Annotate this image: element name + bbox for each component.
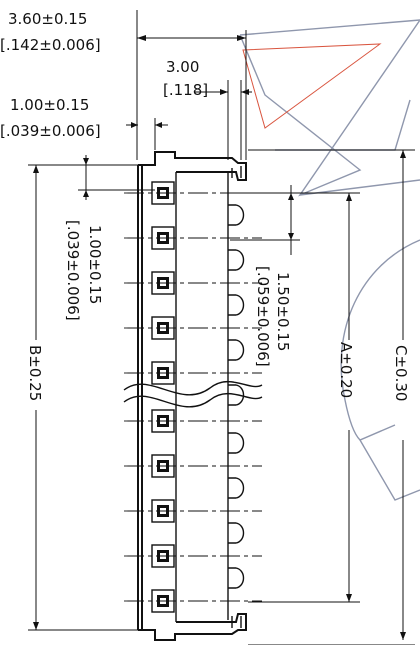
pin: [151, 409, 245, 454]
dim-b: B±0.25: [26, 164, 138, 631]
dim-terminal-width-inch: [.118]: [163, 81, 208, 99]
pin: [151, 499, 245, 544]
dim-width-overall-inch: [.142±0.006]: [0, 36, 101, 54]
watermark: [239, 19, 420, 501]
pin: [151, 544, 245, 589]
dim-terminal-width-mm: 3.00: [166, 58, 199, 76]
dim-pin-offset: 1.00±0.15 [.039±0.006]: [64, 155, 155, 321]
dim-pin-offset-inch: [.039±0.006]: [64, 220, 82, 321]
pin: [151, 361, 245, 406]
pin-centerlines: [124, 192, 262, 602]
dim-edge-offset: 1.00±0.15 [.039±0.006]: [0, 96, 168, 150]
pin: [151, 226, 245, 271]
dim-pitch-inch: [.059±0.006]: [254, 266, 272, 367]
dim-edge-offset-inch: [.039±0.006]: [0, 122, 101, 140]
pin-array: [151, 181, 245, 613]
dim-a-label: A±0.20: [337, 342, 355, 398]
dim-pitch-mm: 1.50±0.15: [274, 272, 292, 351]
dim-b-label: B±0.25: [26, 345, 44, 401]
pin: [151, 181, 245, 226]
pin: [151, 454, 245, 499]
dim-width-overall: 3.60±0.15 [.142±0.006]: [0, 10, 247, 160]
dim-pin-offset-mm: 1.00±0.15: [86, 225, 104, 304]
dim-terminal-width: 3.00 [.118]: [163, 58, 252, 160]
dim-c: C±0.30: [248, 149, 415, 645]
dim-pitch: 1.50±0.15 [.059±0.006]: [230, 185, 300, 367]
dim-width-overall-mm: 3.60±0.15: [8, 10, 87, 28]
pin: [151, 271, 245, 316]
dim-a: A±0.20: [248, 192, 360, 603]
dim-c-label: C±0.30: [392, 345, 410, 401]
dim-edge-offset-mm: 1.00±0.15: [10, 96, 89, 114]
connector-body: [123, 151, 263, 641]
pin: [151, 316, 245, 361]
